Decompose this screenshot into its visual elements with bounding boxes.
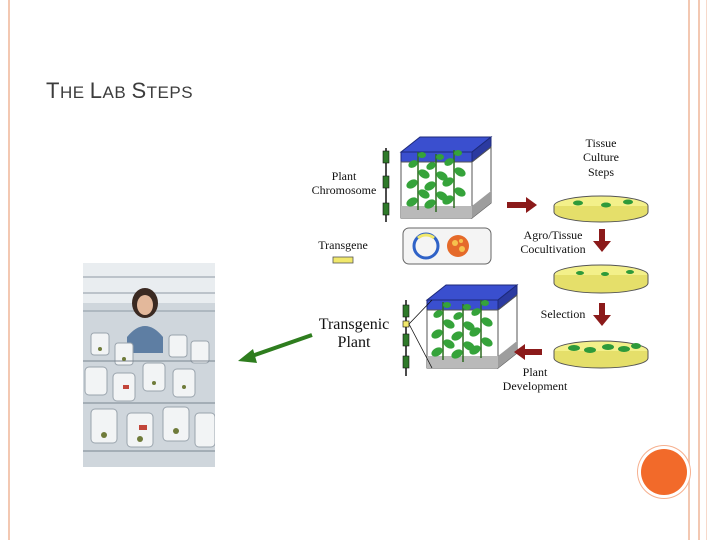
arrow-down-icon	[593, 303, 611, 326]
frame-line-right	[688, 0, 690, 540]
accent-circle	[641, 449, 687, 495]
frame-line-right	[698, 0, 700, 540]
label-selection: Selection	[540, 307, 586, 321]
slide-title: THE LAB STEPS	[46, 78, 194, 103]
culture-box-top	[399, 135, 493, 220]
petri-dish-2	[553, 264, 649, 294]
lab-photo	[83, 263, 215, 467]
green-arrow-icon	[238, 333, 313, 363]
petri-dish-1	[553, 195, 649, 223]
arrow-left-icon	[514, 344, 542, 360]
frame-line-left	[8, 0, 10, 540]
arrow-right-icon	[507, 197, 537, 213]
culture-box-bottom	[425, 283, 519, 370]
agrobacterium-panel	[402, 227, 492, 265]
transgenic-chromosome-bar	[402, 299, 433, 376]
transgene-swatch	[332, 256, 354, 264]
step-arrows	[507, 197, 611, 360]
plant-chromosome-bar	[382, 148, 390, 222]
petri-dish-3	[553, 340, 649, 369]
frame-line-right	[706, 0, 707, 540]
label-transgene: Transgene	[318, 238, 368, 252]
arrow-down-icon	[593, 229, 611, 252]
